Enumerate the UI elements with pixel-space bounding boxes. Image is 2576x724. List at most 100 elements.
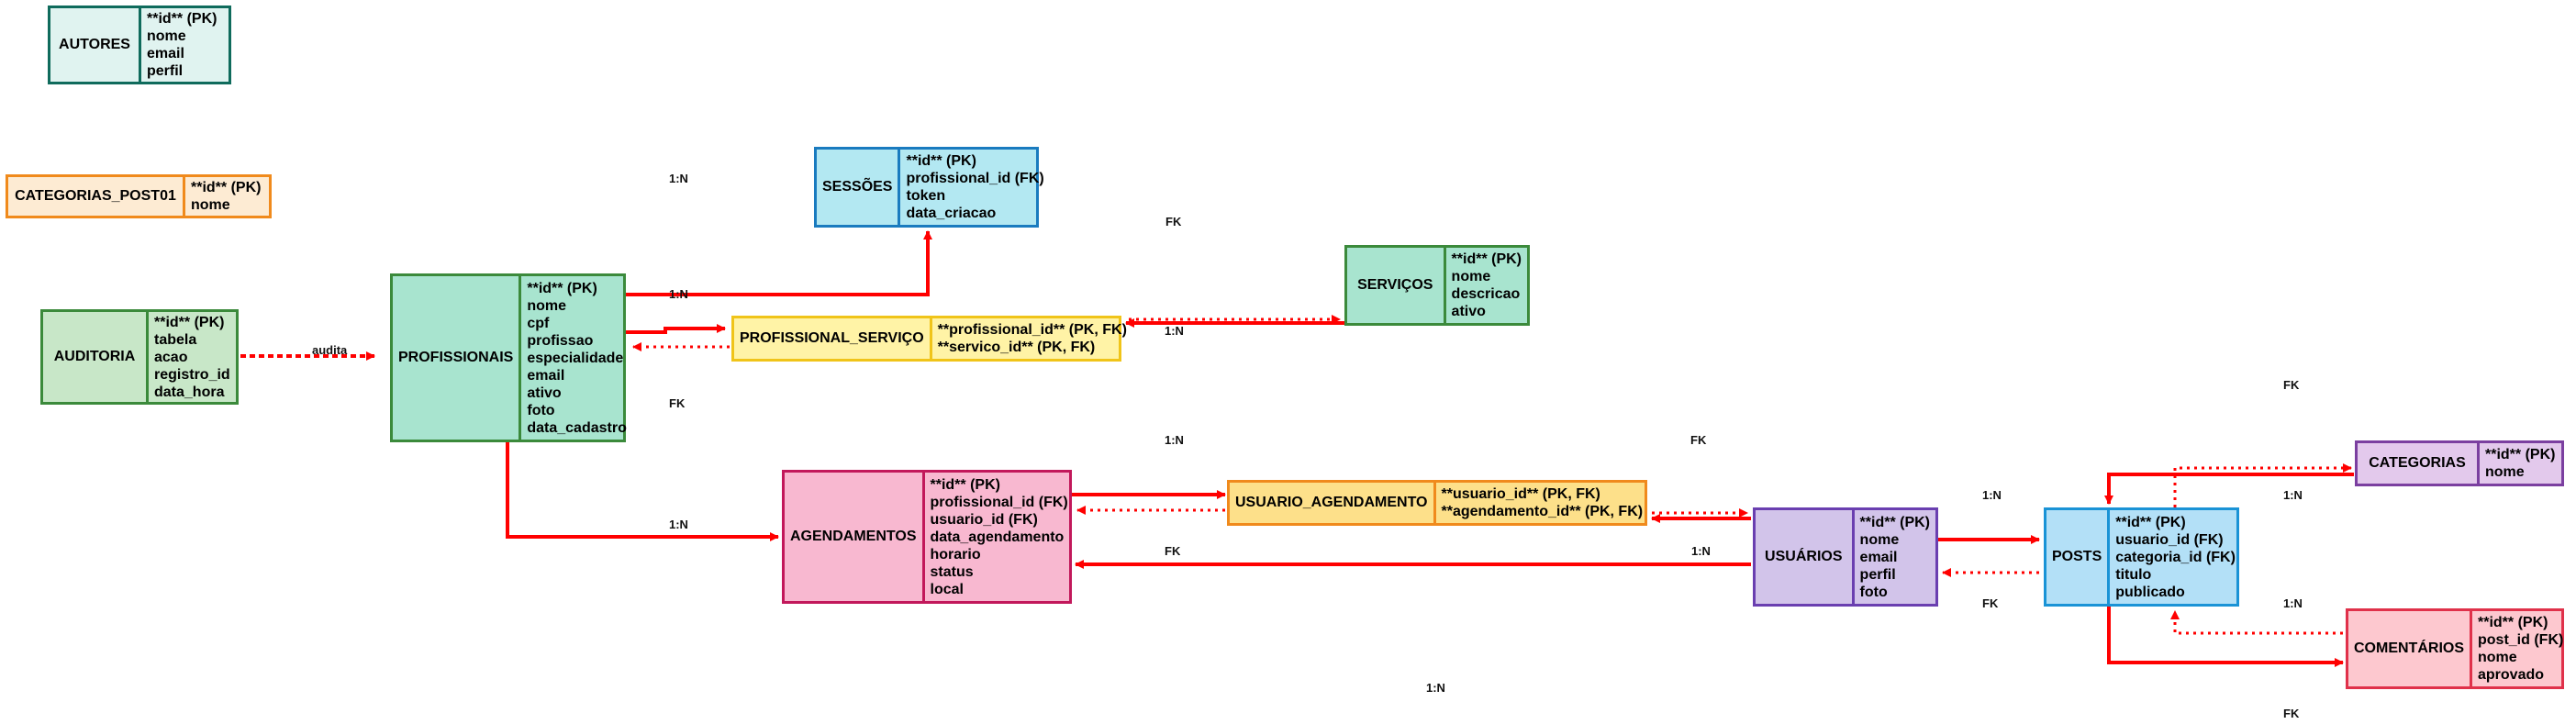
edge-profissionais-profissional-servico [626, 324, 726, 334]
entity-field: profissional_id (FK) [930, 494, 1068, 510]
edge-label-cardinality: 1:N [1165, 433, 1184, 447]
entity-field: profissao [527, 332, 594, 349]
entity-field: email [527, 367, 565, 384]
entity-name: USUÁRIOS [1756, 510, 1855, 604]
edge-label-fk: FK [2283, 378, 2300, 392]
entity-field: status [930, 563, 974, 580]
entity-field: **id** (PK) [2478, 615, 2548, 630]
entity-field: nome [527, 297, 567, 314]
entity-field: foto [527, 402, 555, 418]
entity-field: **id** (PK) [2485, 447, 2556, 462]
entity-name: SESSÕES [817, 150, 901, 225]
entity-name: SERVIÇOS [1347, 248, 1446, 323]
entity-categorias[interactable]: CATEGORIAS **id** (PK) nome [2355, 440, 2564, 486]
edge-label-fk: FK [1690, 433, 1707, 447]
entity-fields: **profissional_id** (PK, FK) **servico_id… [932, 318, 1132, 359]
edge-profissionais-agendamentos [506, 442, 779, 541]
entity-field: especialidade [527, 350, 624, 366]
edge-label-cardinality: 1:N [669, 172, 688, 185]
entity-name: AUTORES [50, 8, 141, 82]
entity-fields: **usuario_id** (PK, FK)**agendamento_id*… [1436, 483, 1649, 523]
entity-field: usuario_id (FK) [930, 511, 1038, 528]
entity-name: POSTS [2046, 510, 2111, 604]
edge-label-fk: FK [1982, 596, 1999, 610]
entity-field: **id** (PK) [930, 476, 1000, 493]
entity-field: nome [147, 28, 186, 44]
entity-field: **id** (PK) [147, 11, 217, 27]
edge-label-cardinality: 1:N [1691, 544, 1711, 558]
entity-name: COMENTÁRIOS [2348, 611, 2472, 686]
entity-fields: **id** (PK)profissional_id (FK)usuario_i… [925, 473, 1074, 601]
entity-field: perfil [1859, 566, 1896, 583]
edge-posts-comentarios [2107, 607, 2344, 667]
entity-field: nome [2485, 464, 2525, 480]
entity-field: **id** (PK) [906, 153, 976, 169]
entity-name: AGENDAMENTOS [785, 473, 925, 601]
edge-categorias-posts [2104, 473, 2354, 505]
entity-name: USUARIO_AGENDAMENTO [1230, 483, 1436, 523]
edge-label-cardinality: 1:N [1165, 324, 1184, 338]
entity-categorias-post01[interactable]: CATEGORIAS_POST01 **id** (PK)nome [6, 174, 272, 218]
edge-label-fk: FK [1165, 544, 1181, 558]
entity-field: ativo [1451, 304, 1486, 319]
entity-field: registro_id [154, 366, 230, 383]
entity-field: **id** (PK) [1859, 514, 1930, 530]
entity-sessoes[interactable]: SESSÕES **id** (PK) profissional_id (FK) t… [814, 147, 1044, 228]
entity-fields: **id** (PK) nome [2480, 443, 2560, 484]
edge-label-fk: FK [1165, 215, 1182, 228]
entity-field: nome [2478, 650, 2517, 665]
entity-usuario-agendamento[interactable]: USUARIO_AGENDAMENTO **usuario_id** (PK, … [1227, 480, 1647, 526]
entity-field: token [906, 188, 946, 204]
edge-label-cardinality: 1:N [1982, 488, 2002, 502]
edge-comentarios-posts-fk [2170, 610, 2343, 635]
entity-field: data_agendamento [930, 529, 1065, 545]
entity-field: nome [1859, 531, 1900, 548]
entity-field: categoria_id (FK) [2115, 549, 2236, 565]
edge-label-fk: FK [2283, 707, 2300, 720]
entity-field: profissional_id (FK) [906, 171, 1044, 186]
entity-name: PROFISSIONAL_SERVIÇO [734, 318, 932, 359]
entity-field: **id** (PK) [2115, 514, 2186, 530]
entity-agendamentos[interactable]: AGENDAMENTOS **id** (PK)profissional_id … [782, 470, 1072, 604]
entity-field: foto [1859, 584, 1888, 600]
entity-name: PROFISSIONAIS [393, 276, 522, 440]
entity-field: publicado [2115, 584, 2185, 600]
entity-profissional-servico[interactable]: PROFISSIONAL_SERVIÇO **profissional_id**… [731, 316, 1127, 362]
entity-field: descricao [1451, 286, 1521, 302]
edge-label-cardinality: 1:N [2283, 596, 2303, 610]
entity-field: **usuario_id** (PK, FK) [1441, 486, 1600, 502]
entity-field: **servico_id** (PK, FK) [937, 340, 1096, 355]
entity-fields: **id** (PK)nome [185, 177, 266, 216]
entity-field: **id** (PK) [527, 280, 597, 296]
entity-name: CATEGORIAS [2358, 443, 2480, 484]
entity-field: usuario_id (FK) [2115, 531, 2224, 548]
entity-fields: **id** (PK)usuario_id (FK)categoria_id (… [2110, 510, 2241, 604]
entity-field: **profissional_id** (PK, FK) [937, 322, 1127, 338]
edge-label-cardinality: 1:N [669, 287, 688, 301]
entity-field: ativo [527, 384, 562, 401]
entity-field: **id** (PK) [1451, 251, 1522, 267]
entity-field: **id** (PK) [154, 314, 225, 330]
entity-name: CATEGORIAS_POST01 [8, 177, 185, 216]
entity-posts[interactable]: POSTS **id** (PK)usuario_id (FK)categori… [2044, 507, 2239, 607]
edge-profissionais-sessoes [626, 230, 932, 296]
entity-field: horario [930, 546, 981, 562]
edge-label-fk: FK [669, 396, 686, 410]
entity-field: local [930, 581, 964, 597]
entity-field: perfil [147, 63, 184, 79]
entity-field: tabela [154, 331, 197, 348]
entity-field: aprovado [2478, 667, 2545, 683]
